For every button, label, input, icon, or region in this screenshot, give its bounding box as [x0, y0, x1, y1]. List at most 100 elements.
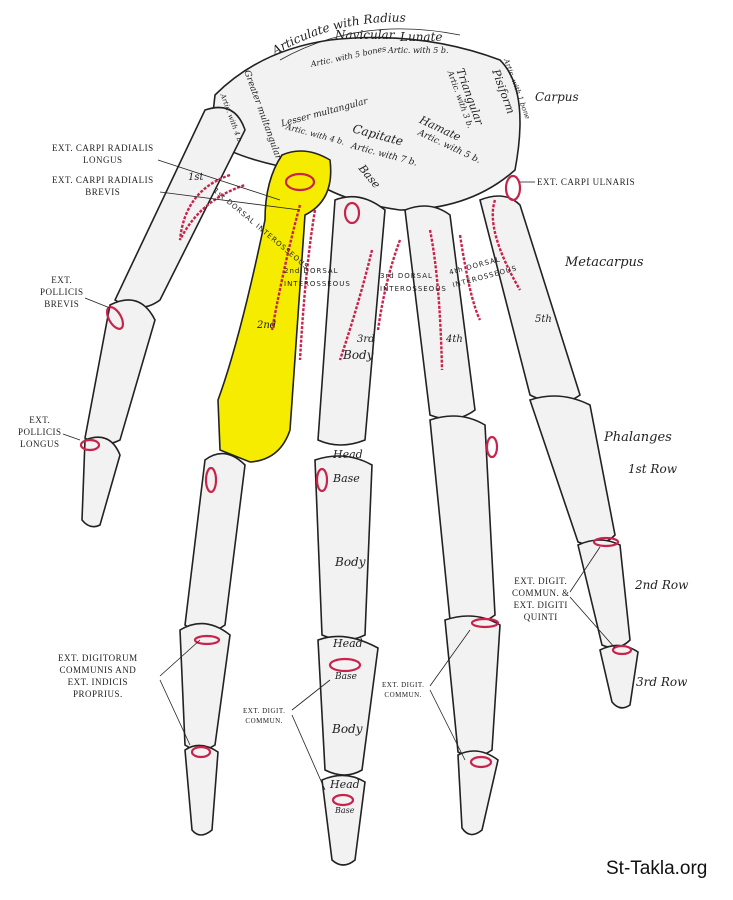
metacarpus-label: Metacarpus [565, 255, 644, 270]
index-distal-phalanx [184, 744, 219, 836]
ext-pollicis-longus-label: EXT. POLLICIS LONGUS [18, 414, 62, 450]
fourth-dorsal-interosseous-origin [428, 229, 482, 371]
index-distal-insertion [190, 745, 212, 759]
head-label-3: Head [330, 778, 360, 791]
label-line: 3rd DORSAL [380, 272, 433, 280]
label-line: EXT. DIGIT. [382, 681, 425, 689]
metacarpal-body-label: Body [343, 348, 374, 362]
lunate-artic-label: Artic. with 5 b. [388, 46, 449, 55]
head-label-2: Head [333, 637, 363, 650]
label-line: COMMUNIS AND [59, 665, 137, 675]
ring-proximal-phalanx [429, 415, 496, 625]
middle-middle-insertion [328, 657, 362, 673]
index-middle-insertion [193, 634, 221, 646]
fifth-metacarpal-tendon-line [491, 199, 522, 291]
little-proximal-phalanx [528, 395, 616, 546]
second-metacarpal-highlighted [217, 150, 332, 463]
middle-distal-insertion [331, 793, 355, 807]
epl-insertion [79, 438, 101, 452]
index-middle-phalanx [179, 622, 231, 751]
head-label-1: Head [333, 448, 363, 461]
label-line: EXT. CARPI RADIALIS [52, 175, 154, 185]
label-line: EXT. DIGITI [513, 600, 568, 610]
third-row-label: 3rd Row [636, 675, 688, 689]
body-label-1: Body [335, 555, 366, 569]
first-metacarpal-label: 1st [188, 172, 204, 183]
ring-middle-phalanx [444, 615, 501, 758]
fourth-metacarpal-label: 4th [446, 334, 463, 345]
epl-leader [62, 433, 81, 441]
label-line: COMMUN. [245, 717, 283, 725]
middle-base-insertion [315, 467, 329, 493]
edc-edq-leader [569, 546, 616, 649]
label-line: EXT. DIGIT. [514, 576, 568, 586]
label-line: EXT. [51, 275, 73, 285]
second-row-label: 2nd Row [635, 578, 689, 592]
ring-middle-insertion [470, 617, 500, 629]
label-line: EXT. DIGITORUM [58, 653, 138, 663]
first-row-label: 1st Row [628, 462, 677, 476]
ecrl-leader [157, 159, 281, 201]
radius-arc [279, 28, 461, 61]
edc-ei-leader [159, 639, 201, 746]
label-line: BREVIS [44, 299, 80, 309]
little-middle-phalanx [577, 539, 631, 649]
label-line: QUINTI [523, 612, 558, 622]
ext-pollicis-brevis-label: EXT. POLLICIS BREVIS [40, 274, 84, 310]
ring-distal-phalanx [457, 750, 499, 836]
phalanges-label: Phalanges [604, 430, 672, 445]
label-line: POLLICIS [18, 427, 62, 437]
base-label-2: Base [335, 672, 357, 682]
second-metacarpal-label: 2nd [257, 320, 277, 331]
label-line: INTEROSSEOUS [284, 280, 351, 288]
little-middle-insertion [592, 536, 620, 548]
ring-distal-insertion [469, 755, 493, 769]
label-line: COMMUN. [384, 691, 422, 699]
navicular-label: Navicular [335, 28, 395, 42]
edc2-leader [429, 629, 471, 761]
ext-digit-commun-quinti-label: EXT. DIGIT. COMMUN. & EXT. DIGITI QUINTI [512, 575, 570, 623]
lunate-label: Lunate [400, 30, 443, 44]
label-line: EXT. [29, 415, 51, 425]
base-label-3: Base [335, 806, 355, 815]
label-line: EXT. CARPI RADIALIS [52, 143, 154, 153]
middle-middle-phalanx [317, 635, 379, 776]
fifth-metacarpal-label: 5th [535, 314, 552, 325]
label-line: 2nd DORSAL [284, 267, 339, 275]
epb-leader [84, 297, 111, 309]
ecrb-insertion [284, 172, 316, 192]
ext-carpi-ulnaris-label: EXT. CARPI ULNARIS [537, 177, 636, 187]
thumb-proximal-phalanx [84, 299, 156, 446]
ext-carpi-radialis-longus-label: EXT. CARPI RADIALIS LONGUS [52, 142, 154, 166]
second-dorsal-interosseous-label: 2nd DORSAL INTEROSSEOUS [284, 265, 351, 291]
first-dorsal-interosseous-origin [178, 173, 246, 241]
base-label-1: Base [333, 472, 360, 485]
carpus-label: Carpus [535, 90, 579, 104]
label-line: LONGUS [83, 155, 123, 165]
label-line: INTEROSSEOUS [380, 285, 447, 293]
index-base-insertion [204, 466, 218, 494]
body-label-2: Body [332, 722, 363, 736]
label-line: POLLICIS [40, 287, 84, 297]
ecu-insertion [504, 174, 522, 202]
ext-digit-commun-label-2: EXT. DIGIT. COMMUN. [382, 680, 424, 700]
third-dorsal-interosseous-origin [338, 239, 402, 361]
label-line: COMMUN. & [512, 588, 570, 598]
little-distal-insertion [611, 644, 633, 656]
ecrl-insertion [343, 201, 361, 225]
ecrb-leader [159, 191, 301, 211]
second-dorsal-interosseous-origin [270, 204, 317, 361]
edc1-leader [291, 679, 331, 791]
label-line: EXT. DIGIT. [243, 707, 286, 715]
thumb-metacarpal [113, 106, 246, 309]
third-dorsal-interosseous-label: 3rd DORSAL INTEROSSEOUS [380, 270, 447, 296]
label-line: LONGUS [20, 439, 60, 449]
watermark: St-Takla.org [606, 858, 708, 879]
label-line: BREVIS [85, 187, 121, 197]
ext-digit-commun-label-1: EXT. DIGIT. COMMUN. [243, 706, 285, 726]
ext-carpi-radialis-brevis-label: EXT. CARPI RADIALIS BREVIS [52, 174, 154, 198]
label-line: EXT. INDICIS [67, 677, 128, 687]
